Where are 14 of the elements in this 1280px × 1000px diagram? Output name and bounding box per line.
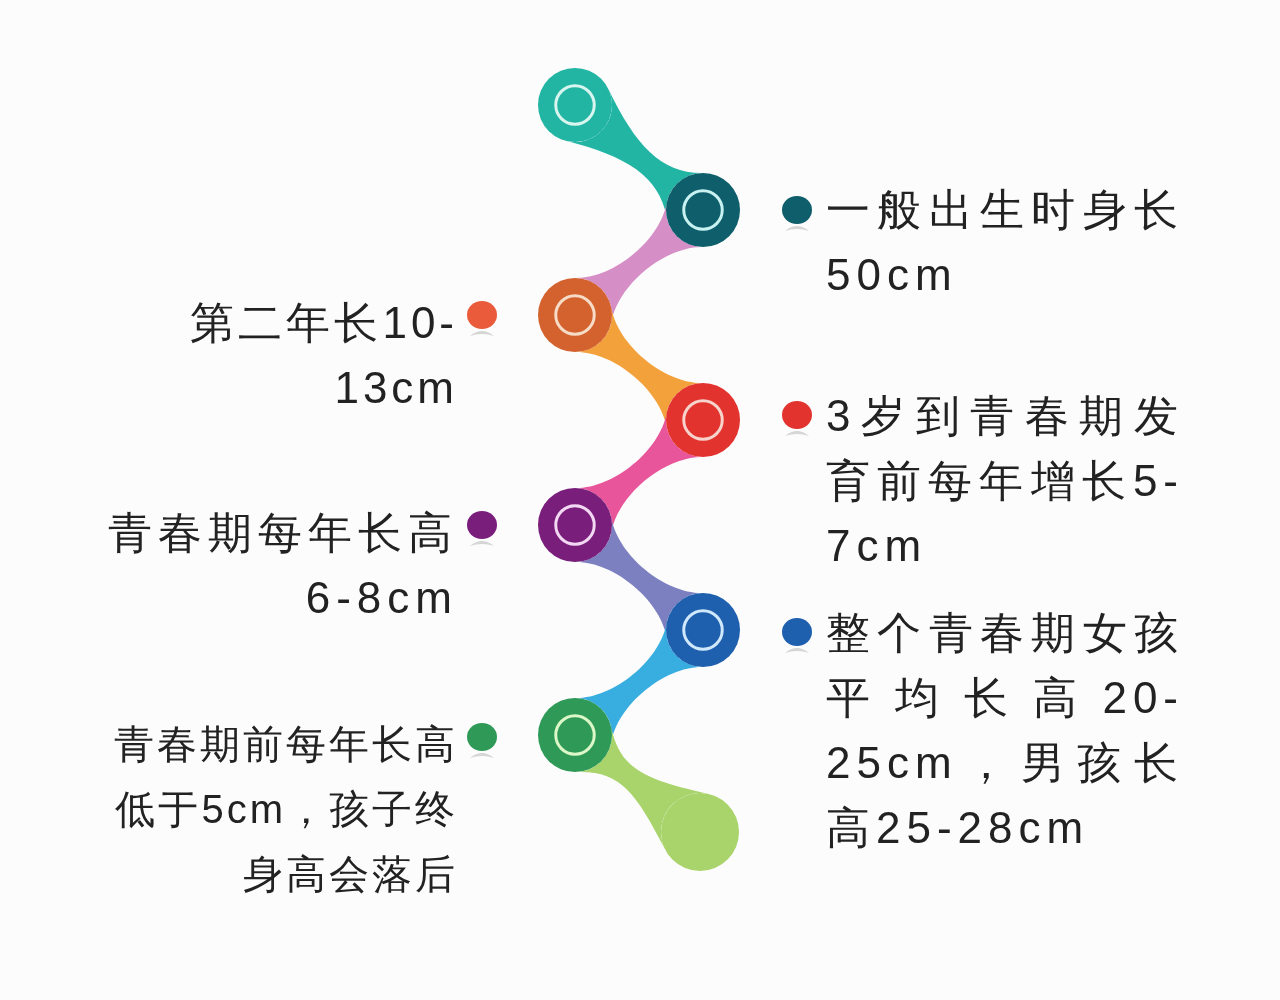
ring-circle	[666, 383, 740, 457]
ring-circle	[538, 698, 612, 772]
ring-circle	[538, 68, 612, 142]
ring-circle	[538, 278, 612, 352]
description-text: 青春期每年长高6-8cm	[107, 507, 458, 624]
description-text: 青春期前每年长高低于5cm，孩子终身高会落后	[113, 721, 458, 898]
description-text: 整个青春期女孩平均长高20-25cm，男孩长高25-28cm	[826, 607, 1184, 854]
description-text: 第二年长10-13cm	[189, 297, 458, 414]
ring-circle	[666, 593, 740, 667]
ring-circle	[666, 173, 740, 247]
drop-shape	[661, 793, 739, 871]
description-text: 3岁到青春期发育前每年增长5-7cm	[826, 390, 1184, 572]
ring-circle	[538, 488, 612, 562]
description-text: 一般出生时身长50cm	[826, 184, 1184, 301]
